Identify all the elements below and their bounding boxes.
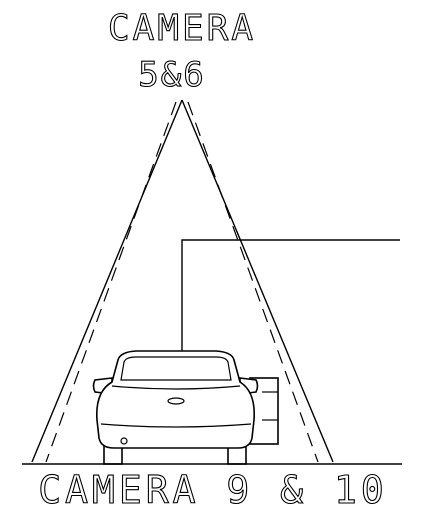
fov-left-dashed-line [45, 101, 177, 463]
bottom-camera-label: CAMERA 9 & 10 [38, 468, 387, 512]
car-body [95, 350, 256, 449]
emblem [167, 397, 185, 405]
rear-window [120, 356, 232, 381]
car-rear-view [92, 350, 259, 465]
trunk-line [111, 385, 241, 390]
top-camera-label-line1: CAMERA [108, 8, 256, 49]
top-camera-label-line2: 5&6 [138, 55, 205, 95]
fov-right-solid-line [181, 99, 334, 463]
leader-line [181, 239, 400, 352]
bumper-line [100, 423, 252, 428]
fov-left-solid-line [31, 99, 183, 463]
fov-right-dashed-line [187, 101, 319, 463]
tow-hook [120, 437, 128, 445]
